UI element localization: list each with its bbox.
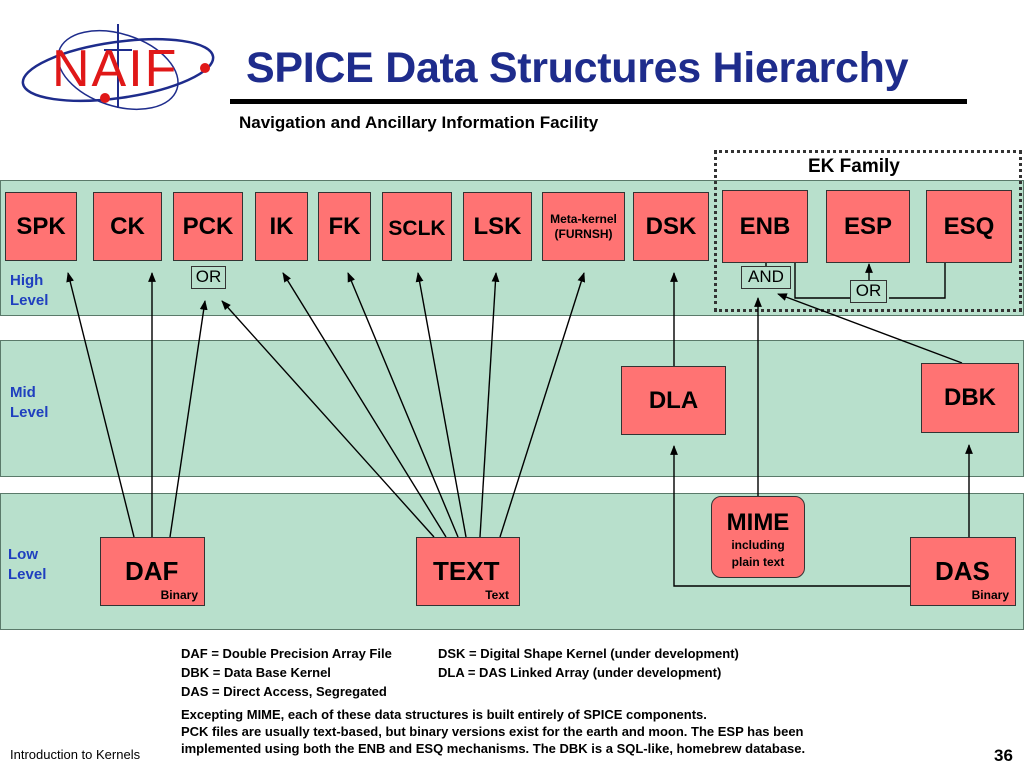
- ik-label: IK: [269, 212, 294, 240]
- high-level-label: High Level: [10, 271, 48, 311]
- mime-sublabel-1: including: [731, 538, 785, 552]
- esq-or-bracket: [889, 263, 946, 299]
- notes: Excepting MIME, each of these data struc…: [181, 706, 805, 757]
- meta-kernel-box: Meta-kernel (FURNSH): [542, 192, 625, 261]
- enb-box: ENB: [722, 190, 808, 263]
- mime-label: MIME: [726, 509, 790, 536]
- note-line: Excepting MIME, each of these data struc…: [181, 707, 707, 722]
- level-label-line: Mid: [10, 384, 36, 401]
- ek-and-tag: AND: [741, 266, 791, 289]
- title-divider: [230, 99, 967, 104]
- dsk-label: DSK: [645, 212, 697, 240]
- definition-dsk: DSK = Digital Shape Kernel (under develo…: [438, 646, 739, 661]
- daf-to-spk-line: [66, 272, 135, 538]
- dbk-box: DBK: [921, 363, 1019, 433]
- naif-logo: NAIF: [18, 20, 218, 112]
- sclk-label: SCLK: [388, 217, 446, 240]
- logo-text: NAIF: [52, 40, 178, 98]
- level-label-line: Low: [8, 546, 38, 563]
- esq-box: ESQ: [926, 190, 1012, 263]
- level-label-line: Level: [10, 404, 49, 421]
- das-label: DAS: [935, 556, 990, 586]
- ck-label: CK: [110, 212, 145, 240]
- das-to-dla-line: [670, 445, 910, 587]
- definition-daf: DAF = Double Precision Array File: [181, 646, 392, 661]
- text-to-sclk-line: [415, 272, 467, 538]
- definitions-column-2: DSK = Digital Shape Kernel (under develo…: [438, 644, 739, 682]
- fk-label: FK: [328, 212, 361, 240]
- daf-sublabel: Binary: [160, 588, 198, 602]
- sclk-box: SCLK: [382, 192, 452, 261]
- note-line: implemented using both the ENB and ESQ m…: [181, 741, 806, 756]
- level-label-line: Level: [10, 292, 49, 309]
- mime-box: MIME including plain text: [711, 496, 805, 578]
- low-level-label: Low Level: [8, 545, 46, 585]
- lsk-box: LSK: [463, 192, 532, 261]
- enb-or-bracket: [794, 263, 850, 299]
- page-number: 36: [994, 746, 1013, 765]
- daf-box: DAF Binary: [100, 537, 205, 606]
- daf-to-pck-line: [169, 300, 208, 538]
- ek-or-tag: OR: [850, 280, 887, 303]
- text-sublabel: Text: [485, 588, 509, 602]
- text-to-fk-line: [347, 272, 459, 538]
- esp-box: ESP: [826, 190, 910, 263]
- mime-sublabel-2: plain text: [731, 555, 785, 569]
- dbk-to-and-line: [777, 293, 963, 364]
- text-label: TEXT: [433, 556, 500, 586]
- pck-box: PCK: [173, 192, 243, 261]
- text-to-lsk-line: [479, 272, 500, 538]
- ik-box: IK: [255, 192, 308, 261]
- esq-label: ESQ: [943, 212, 995, 240]
- lsk-label: LSK: [473, 212, 522, 240]
- ek-family-group: [714, 150, 1022, 312]
- page-subtitle: Navigation and Ancillary Information Fac…: [239, 113, 599, 132]
- text-box: TEXT Text: [416, 537, 520, 606]
- mid-level-band: [0, 340, 1024, 477]
- fk-box: FK: [318, 192, 371, 261]
- text-to-pck-line: [221, 300, 435, 538]
- text-to-ik-line: [282, 272, 447, 538]
- daf-label: DAF: [125, 556, 179, 586]
- level-label-line: Level: [8, 566, 47, 583]
- definition-dla: DLA = DAS Linked Array (under developmen…: [438, 665, 722, 680]
- ek-family-label: EK Family: [808, 156, 900, 177]
- naif-logo-graphic: NAIF: [21, 24, 215, 110]
- meta-kernel-label: Meta-kernel: [550, 211, 617, 226]
- pck-or-tag: OR: [191, 266, 226, 289]
- das-sublabel: Binary: [971, 588, 1009, 602]
- page-title: SPICE Data Structures Hierarchy: [246, 44, 909, 92]
- text-to-metakernel-line: [499, 272, 586, 538]
- dsk-box: DSK: [633, 192, 709, 261]
- mid-level-label: Mid Level: [10, 383, 48, 423]
- definitions-column-1: DAF = Double Precision Array File DBK = …: [181, 644, 392, 701]
- meta-kernel-sublabel: (FURNSH): [554, 226, 613, 241]
- ck-box: CK: [93, 192, 162, 261]
- das-box: DAS Binary: [910, 537, 1016, 606]
- spk-box: SPK: [5, 192, 77, 261]
- note-line: PCK files are usually text-based, but bi…: [181, 724, 804, 739]
- dbk-label: DBK: [944, 384, 996, 411]
- dla-label: DLA: [648, 386, 699, 414]
- esp-label: ESP: [843, 212, 893, 240]
- level-label-line: High: [10, 272, 44, 289]
- enb-label: ENB: [739, 212, 791, 240]
- definition-dbk: DBK = Data Base Kernel: [181, 665, 331, 680]
- spk-label: SPK: [16, 212, 66, 240]
- footer-left: Introduction to Kernels: [10, 747, 141, 762]
- dla-box: DLA: [621, 366, 726, 435]
- definition-das: DAS = Direct Access, Segregated: [181, 684, 387, 699]
- pck-label: PCK: [182, 212, 234, 240]
